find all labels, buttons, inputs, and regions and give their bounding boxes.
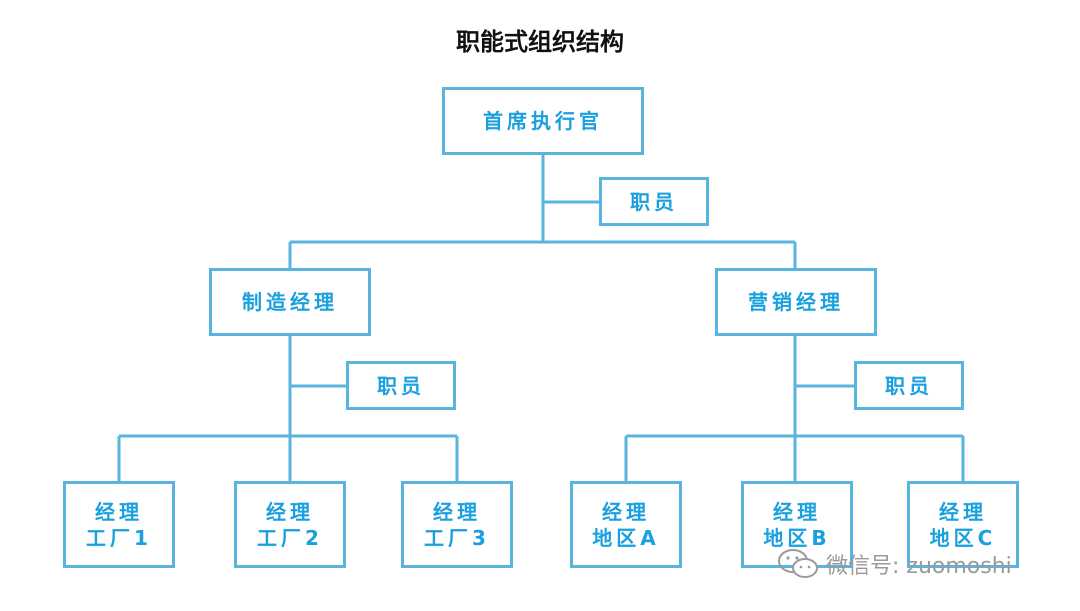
manufacturing-manager-box: 制造经理 bbox=[209, 268, 371, 336]
ceo-label: 首席执行官 bbox=[483, 109, 603, 133]
factory-2-box: 经理 工厂2 bbox=[234, 481, 346, 568]
manufacturing-staff-box: 职员 bbox=[346, 361, 456, 410]
ceo-staff-box: 职员 bbox=[599, 177, 709, 226]
sales-staff-box: 职员 bbox=[854, 361, 964, 410]
manufacturing-staff-label: 职员 bbox=[377, 373, 425, 398]
wechat-watermark: 微信号: zuomoshi bbox=[776, 546, 1012, 582]
sales-manager-box: 营销经理 bbox=[715, 268, 877, 336]
factory-2-line-1: 经理 bbox=[266, 499, 314, 524]
factory-3-line-2: 工厂3 bbox=[424, 525, 490, 550]
region-a-box: 经理 地区A bbox=[570, 481, 682, 568]
factory-1-line-1: 经理 bbox=[95, 499, 143, 524]
ceo-box: 首席执行官 bbox=[442, 87, 644, 155]
chart-title: 职能式组织结构 bbox=[456, 28, 624, 56]
factory-2-line-2: 工厂2 bbox=[257, 525, 323, 550]
region-c-line-2: 地区C bbox=[929, 525, 997, 550]
sales-staff-label: 职员 bbox=[885, 373, 933, 398]
region-c-box: 经理 地区C bbox=[907, 481, 1019, 568]
region-c-line-1: 经理 bbox=[939, 499, 987, 524]
wechat-icon bbox=[778, 549, 818, 578]
manufacturing-manager-label: 制造经理 bbox=[242, 290, 338, 314]
region-b-line-1: 经理 bbox=[773, 499, 821, 524]
region-b-line-2: 地区B bbox=[763, 525, 831, 550]
factory-3-line-1: 经理 bbox=[433, 499, 481, 524]
ceo-staff-label: 职员 bbox=[630, 189, 678, 214]
region-a-line-1: 经理 bbox=[602, 499, 650, 524]
region-a-line-2: 地区A bbox=[592, 525, 660, 550]
sales-manager-label: 营销经理 bbox=[748, 290, 844, 314]
factory-3-box: 经理 工厂3 bbox=[401, 481, 513, 568]
region-b-box: 经理 地区B bbox=[741, 481, 853, 568]
factory-1-box: 经理 工厂1 bbox=[63, 481, 175, 568]
factory-1-line-2: 工厂1 bbox=[86, 525, 152, 550]
watermark-text: 微信号: zuomoshi bbox=[826, 554, 1012, 579]
